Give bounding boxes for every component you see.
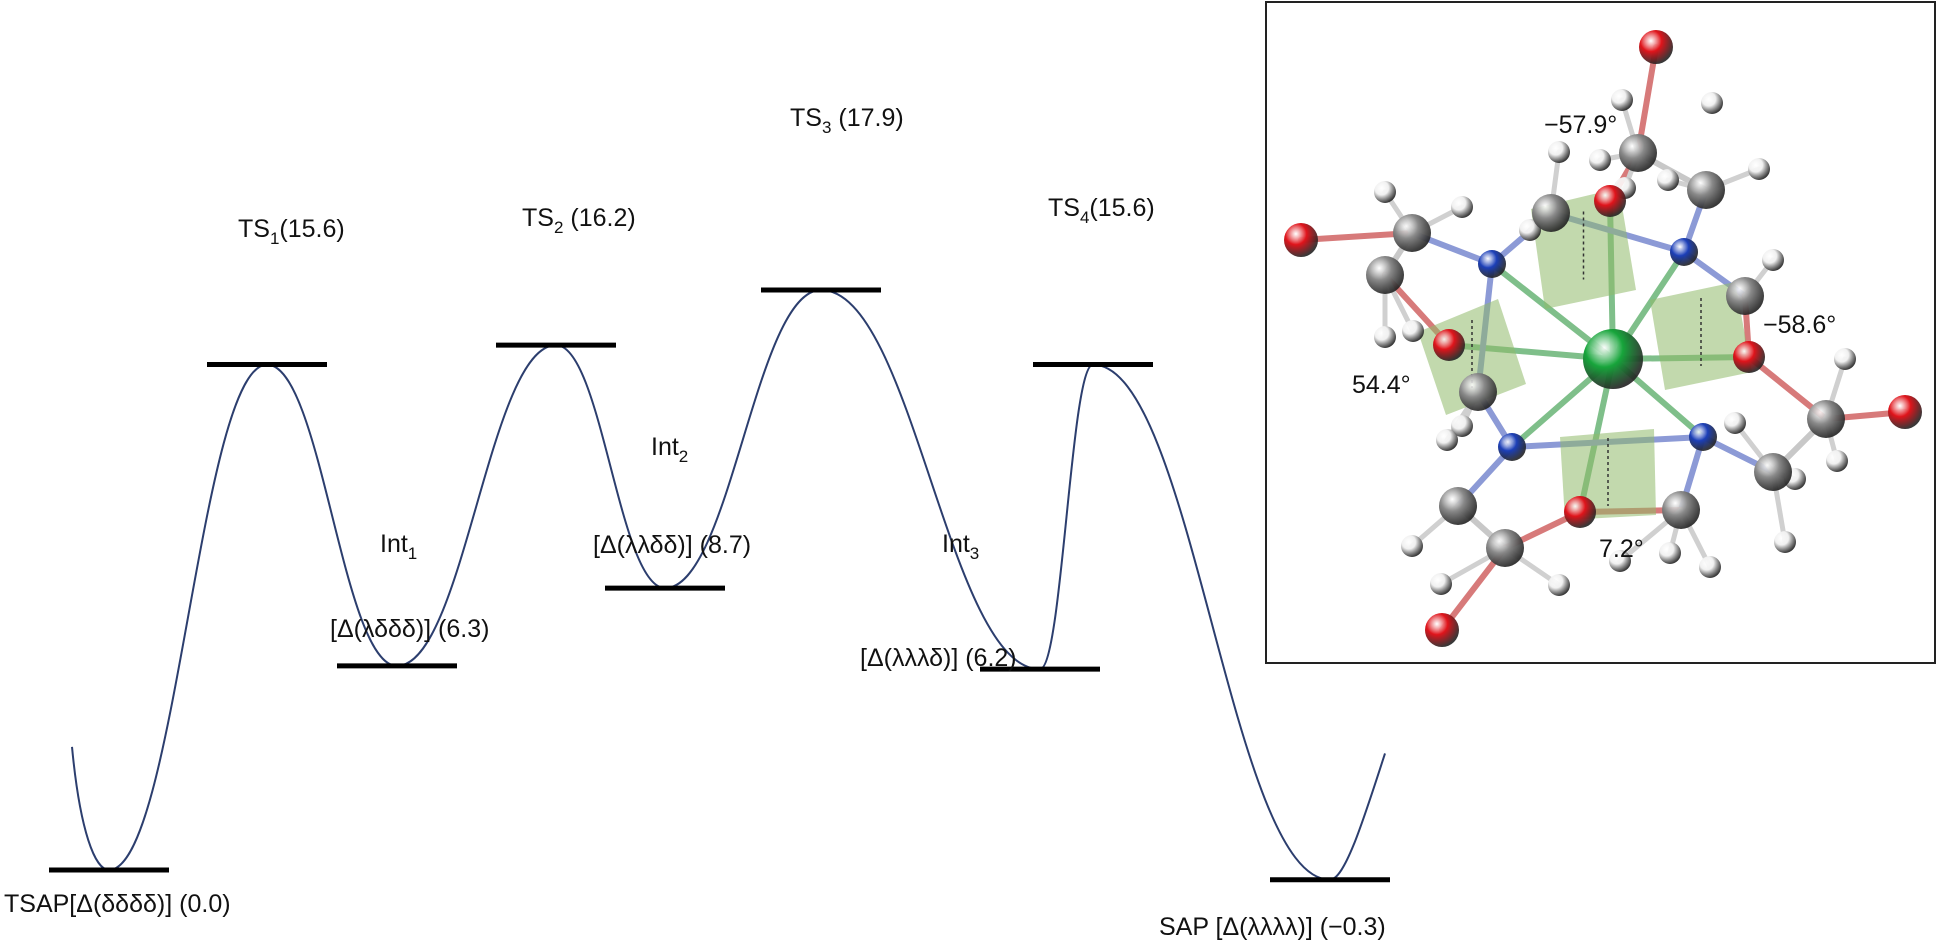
oxygen-atom [1594,185,1626,217]
hydrogen-atom [1724,412,1746,434]
oxygen-atom [1639,30,1673,64]
oxygen-atom [1564,496,1596,528]
nitrogen-atom [1670,238,1698,266]
oxygen-atom [1284,223,1318,257]
carbon-atom [1687,171,1725,209]
hydrogen-atom [1401,535,1423,557]
carbon-atom [1486,529,1524,567]
hydrogen-atom [1451,196,1473,218]
label-int1-config: [Δ(λδδδ)] (6.3) [330,615,489,643]
angle-label-2: −58.6° [1763,311,1836,339]
hydrogen-atom [1834,348,1856,370]
label-int3: Int3 [942,530,979,563]
hydrogen-atom [1548,141,1570,163]
carbon-atom [1662,491,1700,529]
molecular-structure-inset: −57.9° −58.6° 54.4° 7.2° [1265,1,1936,664]
carbon-atom [1393,214,1431,252]
hydrogen-atom [1774,531,1796,553]
energy-level-bars [49,287,1390,883]
label-ts2: TS2 (16.2) [522,204,636,237]
label-sap: SAP [Δ(λλλλ)] (−0.3) [1159,913,1386,941]
oxygen-atom [1733,341,1765,373]
hydrogen-atom [1436,429,1458,451]
hydrogen-atom [1657,169,1679,191]
hydrogen-atom [1430,573,1452,595]
hydrogen-atom [1611,89,1633,111]
hydrogen-atom [1826,450,1848,472]
hydrogen-atom [1451,415,1473,437]
carbon-atom [1366,256,1404,294]
angle-label-1: −57.9° [1544,111,1617,139]
label-int3-config: [Δ(λλλδ)] (6.2) [860,644,1017,672]
carbon-atom [1459,373,1497,411]
nitrogen-atom [1478,250,1506,278]
carbon-atom [1439,487,1477,525]
hydrogen-atom [1748,158,1770,180]
label-ts3: TS3 (17.9) [790,104,904,137]
label-int1: Int1 [380,530,417,563]
nitrogen-atom [1498,433,1526,461]
hydrogen-atom [1374,326,1396,348]
nitrogen-atom [1689,423,1717,451]
carbon-atom [1807,400,1845,438]
reaction-energy-curve [71,288,1386,881]
molecule-atoms [1284,30,1922,647]
hydrogen-atom [1519,219,1541,241]
label-tsap: TSAP[Δ(δδδδ)] (0.0) [4,890,231,918]
angle-label-4: 7.2° [1599,535,1644,563]
carbon-atom [1726,277,1764,315]
hydrogen-atom [1659,542,1681,564]
label-int2-config: [Δ(λλδδ)] (8.7) [593,531,751,559]
label-ts4: TS4(15.6) [1048,194,1155,227]
hydrogen-atom [1699,556,1721,578]
oxygen-atom [1433,329,1465,361]
hydrogen-atom [1701,92,1723,114]
label-ts1: TS1(15.6) [238,215,345,248]
hydrogen-atom [1402,320,1424,342]
label-int2: Int2 [651,433,688,466]
hydrogen-atom [1609,550,1631,572]
carbon-atom [1619,134,1657,172]
carbon-atom [1532,194,1570,232]
hydrogen-atom [1762,249,1784,271]
hydrogen-atom [1589,149,1611,171]
metal-atom [1583,329,1643,389]
oxygen-atom [1888,395,1922,429]
hydrogen-atom [1548,574,1570,596]
angle-label-3: 54.4° [1352,371,1411,399]
hydrogen-atom [1374,181,1396,203]
oxygen-atom [1425,613,1459,647]
carbon-atom [1754,453,1792,491]
